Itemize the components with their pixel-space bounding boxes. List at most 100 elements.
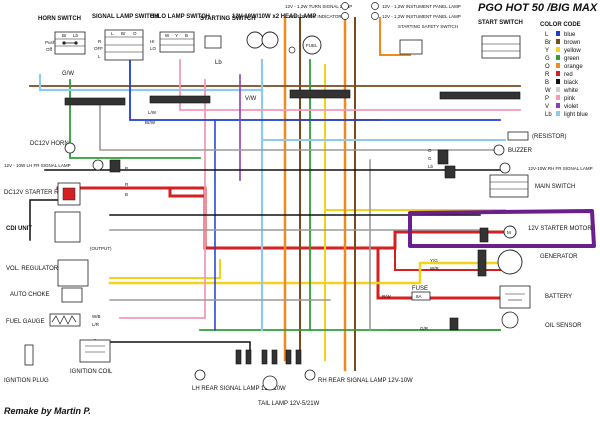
fuel-indicator-circle [302,35,322,55]
blue-wire-1 [129,59,501,121]
tail-lamp-label: TAIL LAMP 12V-5/21W [258,401,320,407]
red-wire-fuse [394,231,506,271]
dc-horn-label: DC12V HORN [30,141,69,147]
fuse: FUSE 8A [411,286,431,301]
connector-oil [449,317,459,331]
horn-col-lb: Lb [73,33,79,38]
starting-safety-switch: STARTING SAFETY SWITCH [398,24,458,55]
rh-rear-signal-lamp: RH REAR SIGNAL LAMP 12V-10W [304,369,413,384]
color-code-blue-code: L [545,32,549,38]
hilo-col-w: W [165,33,170,38]
color-code-red-name: red [564,72,573,78]
green-wire-1 [69,79,201,159]
horn-switch-label: HORN SWITCH [38,16,81,22]
generator: GENERATOR [497,249,578,275]
auto-choke-label: AUTO CHOKE [10,292,50,298]
instrument-lamps: 12V - 1,2W TURN SIGNAL LAMP 12V - 1,2W I… [285,2,461,20]
color-code-yellow-code: Y [545,48,549,54]
connector-top-left [64,97,126,106]
horn-col-br: Br [62,33,67,38]
wire-label-g: G [428,156,432,161]
signal-lamp-switch: SIGNAL LAMP SWITCH L Br O R OFF L [92,14,158,61]
color-code-heading: COLOR CODE [540,22,581,28]
head-lamp-bulb-left [246,31,264,49]
horn-wire-label: G/W [62,71,74,77]
ignition-coil-label: IGNITION COIL [70,369,113,375]
starting-switch-wire: Lb [215,60,222,66]
oil-indicator-label: 12V-1,2W OIL INDICATOR [288,14,342,19]
turn-signal-lamp-label: 12V - 1,2W TURN SIGNAL LAMP [285,4,352,9]
hilo-row-hi: HI [150,39,155,44]
battery-label: BATTERY [545,294,572,300]
red-wire-relay [168,186,207,198]
connector-signal-rh [444,165,456,179]
signal-col-l: L [111,31,114,36]
signal-col-o: O [133,31,137,36]
wire-label-wb: W/B [92,314,101,319]
cdi-unit: CDI UNIT (OUTPUT) [6,211,112,251]
start-switch-label: START SWITCH [478,20,523,26]
color-code-light-blue-name: light blue [564,112,589,118]
fuel-gauge-label: FUEL GAUGE [6,319,44,325]
lh-rear-signal-lamp: LH REAR SIGNAL LAMP 12V-10W [192,369,286,392]
instrument-lamp-1-label: 12V - 1,2W INSTUMENT PANEL LAMP [382,4,461,9]
color-code-violet-name: violet [564,104,578,110]
lh-fr-signal-label: 12V - 10W LH FR SIGNAL LAMP [4,163,71,168]
lh-rear-signal-label: LH REAR SIGNAL LAMP 12V-10W [192,386,286,392]
color-code-brown-code: Br [545,40,551,46]
head-lamp: 12V-10W/10W x2 HEAD LAMP V/W [232,14,316,102]
color-code-violet-code: V [545,104,549,110]
wire-label-lb2: Lb [428,164,434,169]
wire-harness [29,16,521,372]
color-code-blue-name: blue [564,32,576,38]
starting-switch: STARTING SWITCH Lb [200,16,256,66]
safety-switch-label: STARTING SAFETY SWITCH [398,24,458,29]
signal-row-off: OFF [94,46,103,51]
battery: BATTERY [499,285,572,309]
hilo-lamp-switch: HI/LO LAMP SWITCH W Y B HI LO [150,14,210,53]
credit-text: Remake by Martin P. [4,406,91,416]
connector-bars [64,89,521,331]
wire-label-b: B [125,192,128,197]
vol-regulator: VOL. REGULATOR [6,259,89,287]
color-code-orange-code: O [545,64,550,70]
color-code-orange-name: orange [564,64,583,70]
color-code-white-name: white [563,88,579,94]
fuse-label: FUSE [412,286,428,292]
hilo-switch-label: HI/LO LAMP SWITCH [150,14,210,20]
orange-wire-3 [379,17,411,56]
starter-motor-m: M [507,230,511,235]
wire-label-p: P [125,166,128,171]
hilo-row-lo: LO [150,46,157,51]
wire-label-yg: Y/G [430,258,438,263]
color-code-pink-swatch [556,95,560,100]
wire-labels: L/W Br/W O G Lb P R B G/R R/W Y/G W/R W/… [92,110,439,331]
tail-lamp: TAIL LAMP 12V-5/21W [258,375,320,407]
rh-fr-signal-lamp: 12V-10W RH FR SIGNAL LAMP [499,162,593,174]
cdi-output-label: (OUTPUT) [90,246,112,251]
lightblue-wire-2 [38,73,264,92]
connector-gen [477,249,487,277]
resistor-label: (RESISTOR) [532,134,567,140]
signal-col-br: Br [121,31,126,36]
color-code-light-blue-swatch [556,111,560,116]
head-lamp-wire: V/W [245,96,257,102]
generator-label: GENERATOR [540,254,578,260]
wire-label-r: R [125,182,129,187]
pink-wire-1 [179,59,521,111]
diagram-title: PGO HOT 50 /BIG MAX 50 [478,2,600,14]
signal-row-l: L [98,54,101,59]
rh-fr-signal-label: 12V-10W RH FR SIGNAL LAMP [528,166,593,171]
connector-top-head [289,89,351,99]
oil-sensor-label: OIL SENSOR [545,323,582,329]
color-code-brown-name: brown [564,40,580,46]
auto-choke: AUTO CHOKE [10,287,83,303]
color-code-orange-swatch [556,63,560,68]
head-lamp-label: 12V-10W/10W x2 HEAD LAMP [232,14,316,20]
fuel-gauge: FUEL GAUGE [6,313,81,327]
starter-relay: DC12V STARTER RELAY [4,182,81,206]
resistor: (RESISTOR) [507,131,567,141]
ignition-plug-label: IGNITION PLUG [4,378,49,384]
